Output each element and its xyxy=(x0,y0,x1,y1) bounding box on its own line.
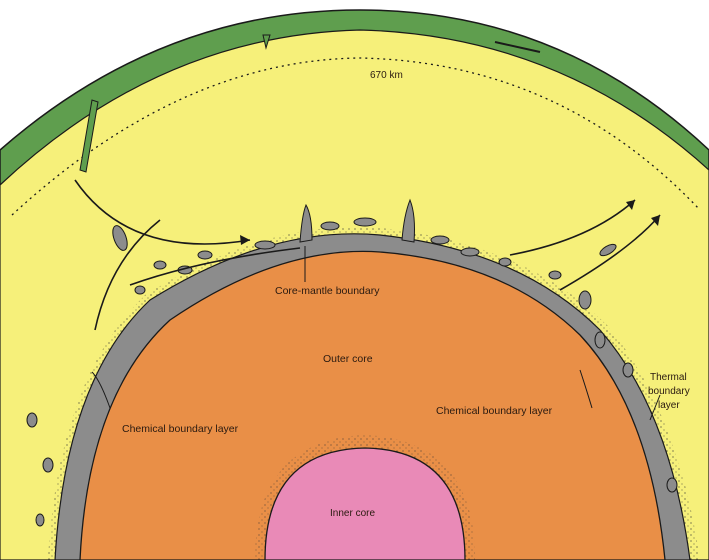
label-outer-core: Outer core xyxy=(323,353,373,365)
label-thermal-boundary-line1: Thermal xyxy=(650,372,687,383)
label-inner-core: Inner core xyxy=(330,508,375,519)
label-670km: 670 km xyxy=(370,70,403,81)
label-thermal-boundary-line3: layer xyxy=(658,400,680,411)
label-chemical-boundary-layer-left: Chemical boundary layer xyxy=(122,423,239,435)
label-chemical-boundary-layer-right: Chemical boundary layer xyxy=(436,405,553,417)
label-thermal-boundary-line2: boundary xyxy=(648,386,690,397)
label-core-mantle-boundary: Core-mantle boundary xyxy=(275,285,380,297)
